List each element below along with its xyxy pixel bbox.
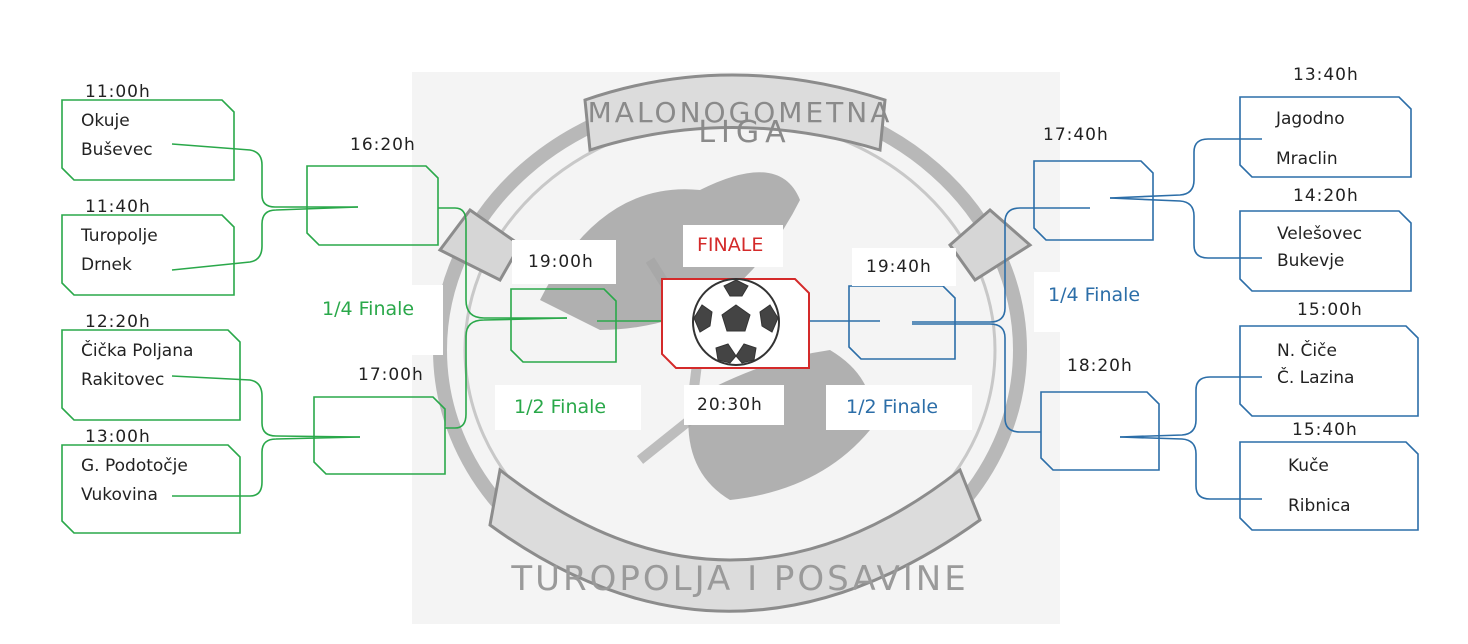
right-r1-team: Ribnica bbox=[1288, 496, 1351, 516]
right-sf-label: 1/2 Finale bbox=[846, 396, 939, 418]
left-r1-time: 12:20h bbox=[85, 312, 151, 332]
left-r1-time: 11:00h bbox=[85, 82, 151, 102]
left-r1-match-box bbox=[61, 99, 235, 181]
left-r1-match-box bbox=[61, 444, 241, 534]
left-sf-label-patch bbox=[495, 385, 641, 430]
left-connector bbox=[171, 143, 358, 208]
league-emblem-icon: MALONOGOMETNA LIGA TUROPOLJA I POSAVINE bbox=[412, 72, 1060, 624]
left-r1-team: Okuje bbox=[81, 111, 130, 131]
left-qf-time: 16:20h bbox=[350, 135, 416, 155]
emblem-top-text: MALONOGOMETNA bbox=[588, 96, 893, 129]
emblem-top-ribbon bbox=[583, 73, 887, 152]
left-qf-time: 17:00h bbox=[358, 365, 424, 385]
right-qf-time: 18:20h bbox=[1067, 356, 1133, 376]
left-qf-label-patch bbox=[297, 285, 443, 355]
left-connector bbox=[171, 206, 359, 271]
right-r1-time: 14:20h bbox=[1293, 186, 1359, 206]
left-r1-team: Buševec bbox=[81, 140, 153, 160]
right-r1-team: Mraclin bbox=[1276, 149, 1338, 169]
right-r1-match-box bbox=[1239, 325, 1419, 417]
ball-patch bbox=[721, 304, 751, 332]
right-r1-team: N. Čiče bbox=[1277, 341, 1337, 361]
left-r1-time: 11:40h bbox=[85, 197, 151, 217]
soccer-ball-icon bbox=[692, 278, 780, 366]
left-r1-team: Vukovina bbox=[81, 485, 158, 505]
right-r1-team: Č. Lazina bbox=[1277, 368, 1355, 388]
left-connector bbox=[438, 207, 567, 319]
right-sf-label-patch bbox=[826, 385, 972, 430]
ball-patch bbox=[693, 304, 713, 333]
right-sf-time: 19:40h bbox=[866, 257, 932, 277]
right-r1-team: Velešovec bbox=[1277, 224, 1363, 244]
right-r1-team: Jagodno bbox=[1276, 109, 1345, 129]
left-r1-team: Turopolje bbox=[81, 226, 158, 246]
left-r1-match-box bbox=[61, 214, 235, 296]
right-qf-label-patch bbox=[1034, 272, 1158, 332]
left-r1-team: Rakitovec bbox=[81, 370, 165, 390]
left-sf-time-patch bbox=[512, 240, 616, 284]
emblem-right-ribbon-end bbox=[947, 208, 1033, 283]
emblem-mid-text: LIGA bbox=[698, 115, 791, 150]
final-time-patch bbox=[684, 385, 784, 425]
emblem-bottom-ribbon bbox=[488, 467, 982, 613]
ball-patch bbox=[715, 343, 737, 364]
right-r1-team: Kuče bbox=[1288, 456, 1329, 476]
left-r1-team: Čička Poljana bbox=[81, 341, 194, 361]
right-qf-match-box bbox=[1033, 160, 1154, 241]
left-qf-label: 1/4 Finale bbox=[322, 298, 415, 320]
right-r1-time: 15:40h bbox=[1292, 420, 1358, 440]
right-connector bbox=[1119, 436, 1262, 500]
left-sf-match-box bbox=[510, 288, 617, 363]
right-connector bbox=[1119, 376, 1262, 438]
ball-patch bbox=[723, 279, 749, 297]
right-connector bbox=[912, 207, 1090, 323]
final-label: FINALE bbox=[697, 234, 764, 256]
emblem-bottom-text: TUROPOLJA I POSAVINE bbox=[510, 559, 968, 599]
left-sf-label: 1/2 Finale bbox=[514, 396, 607, 418]
right-r1-team: Bukevje bbox=[1277, 251, 1345, 271]
left-r1-team: Drnek bbox=[81, 255, 132, 275]
right-r1-time: 13:40h bbox=[1293, 65, 1359, 85]
right-connector bbox=[1109, 197, 1262, 259]
left-qf-match-box bbox=[306, 165, 439, 246]
right-r1-time: 15:00h bbox=[1297, 300, 1363, 320]
left-r1-match-box bbox=[61, 329, 241, 421]
left-qf-match-box bbox=[313, 396, 446, 475]
left-connector bbox=[171, 375, 361, 438]
ball-patch bbox=[735, 343, 757, 364]
left-connector bbox=[172, 436, 361, 497]
right-qf-match-box bbox=[1040, 391, 1160, 471]
left-connector bbox=[445, 317, 568, 429]
left-r1-time: 13:00h bbox=[85, 427, 151, 447]
right-qf-label: 1/4 Finale bbox=[1048, 284, 1141, 306]
final-label-patch bbox=[683, 225, 783, 267]
right-connector bbox=[912, 323, 1041, 433]
right-r1-match-box bbox=[1239, 441, 1419, 531]
right-sf-match-box bbox=[848, 285, 956, 360]
final-time: 20:30h bbox=[697, 395, 763, 415]
left-r1-team: G. Podotočje bbox=[81, 456, 188, 476]
right-qf-time: 17:40h bbox=[1043, 125, 1109, 145]
right-r1-match-box bbox=[1239, 210, 1412, 292]
emblem-left-ribbon-end bbox=[437, 207, 522, 282]
right-sf-time-patch bbox=[852, 248, 956, 286]
left-sf-time: 19:00h bbox=[528, 252, 594, 272]
right-r1-match-box bbox=[1239, 96, 1412, 178]
right-connector bbox=[1109, 138, 1262, 199]
ball-patch bbox=[759, 304, 779, 333]
